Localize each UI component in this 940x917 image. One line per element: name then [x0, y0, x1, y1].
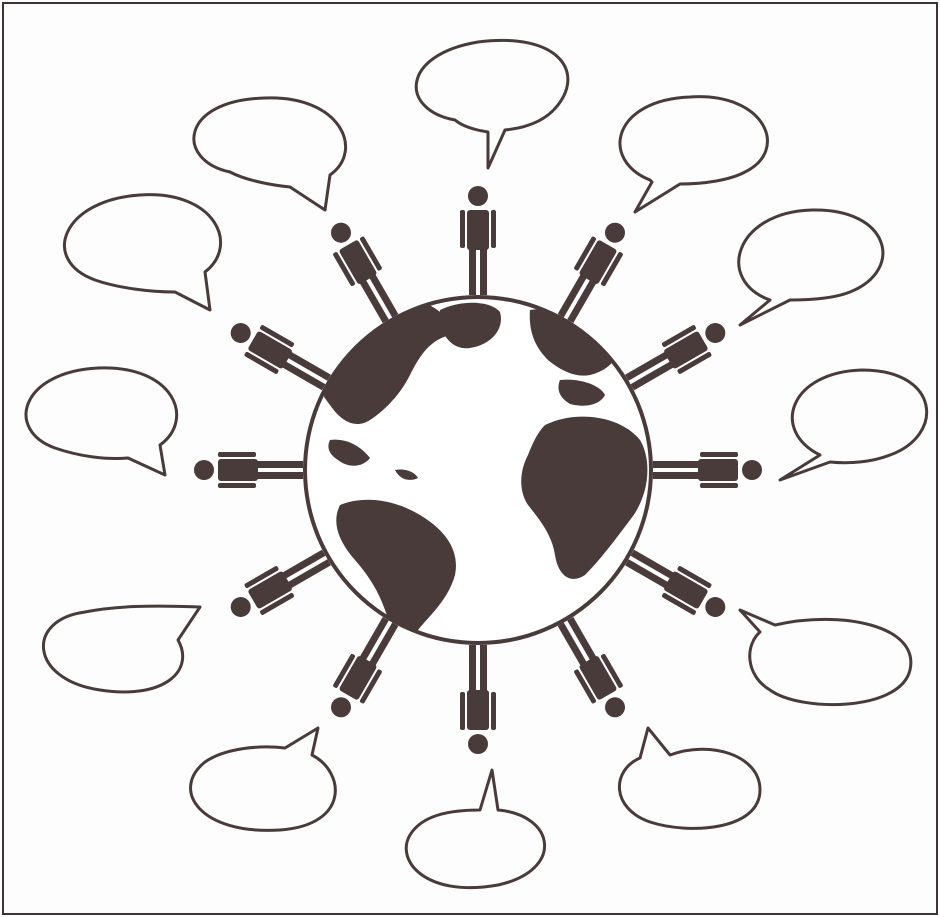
person-head-p4: [742, 460, 762, 480]
person-head-p7: [468, 734, 488, 754]
globe: [303, 295, 653, 645]
person-head-p1: [468, 186, 488, 206]
person-head-p10: [194, 460, 214, 480]
